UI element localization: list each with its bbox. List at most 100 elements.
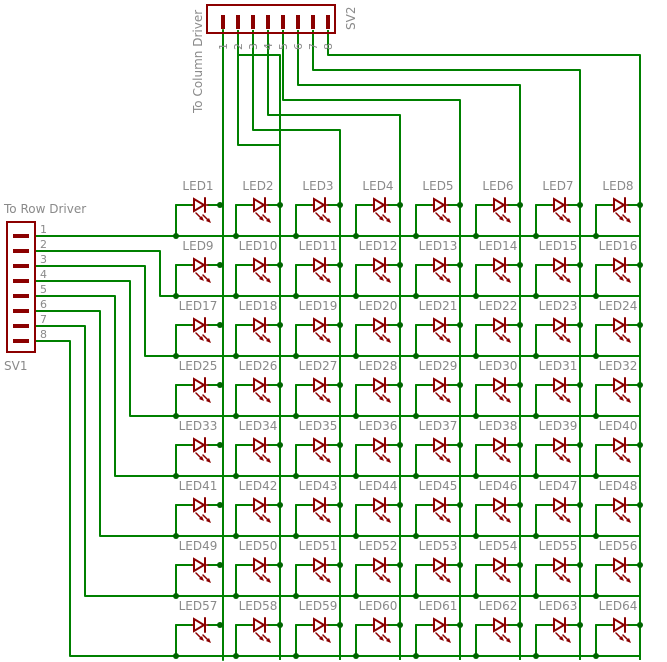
led-emission-arrowhead — [559, 396, 564, 401]
led-emission-arrowhead — [619, 516, 624, 521]
led-emission-arrowhead — [266, 578, 271, 583]
led — [371, 197, 391, 223]
led-emission-arrowhead — [626, 218, 631, 223]
junction-dot — [517, 322, 523, 328]
row-bus-6 — [35, 310, 640, 537]
column-connector-pin — [326, 15, 330, 29]
led-emission-arrowhead — [499, 516, 504, 521]
led-emission-arrowhead — [379, 396, 384, 401]
junction-dot — [233, 233, 239, 239]
led — [611, 317, 631, 343]
led — [491, 497, 511, 523]
led-emission-arrowhead — [326, 578, 331, 583]
led-triangle — [313, 557, 326, 573]
led-emission-arrowhead — [386, 278, 391, 283]
led-label: LED34 — [239, 419, 278, 433]
junction-dot — [353, 473, 359, 479]
led-emission-arrowhead — [386, 398, 391, 403]
led-emission-arrowhead — [506, 458, 511, 463]
led-triangle — [373, 437, 386, 453]
junction-dot — [533, 293, 539, 299]
led — [251, 197, 271, 223]
led-triangle — [253, 497, 266, 513]
junction-dot — [593, 533, 599, 539]
led-emission-arrowhead — [499, 576, 504, 581]
led-emission-arrowhead — [566, 398, 571, 403]
led-emission-arrowhead — [199, 336, 204, 341]
led-label: LED17 — [179, 299, 218, 313]
led — [191, 617, 211, 643]
led-emission-arrowhead — [266, 278, 271, 283]
led-emission-arrowhead — [566, 338, 571, 343]
led-emission-arrowhead — [499, 456, 504, 461]
junction-dot — [277, 442, 283, 448]
led-emission-arrowhead — [379, 276, 384, 281]
led — [431, 257, 451, 283]
led-emission-arrowhead — [566, 518, 571, 523]
led-triangle — [433, 437, 446, 453]
row-bus-4 — [35, 280, 640, 417]
led-label: LED10 — [239, 239, 278, 253]
junction-dot — [397, 442, 403, 448]
led-triangle — [553, 257, 566, 273]
row-connector-pin — [13, 264, 29, 268]
led-label: LED60 — [359, 599, 398, 613]
row-connector-pin — [13, 309, 29, 313]
junction-dot — [637, 202, 643, 208]
led — [191, 257, 211, 283]
junction-dot — [277, 382, 283, 388]
led-emission-arrowhead — [319, 336, 324, 341]
led-label: LED58 — [239, 599, 278, 613]
led — [371, 437, 391, 463]
row-connector-pin — [13, 249, 29, 253]
led-emission-arrowhead — [446, 578, 451, 583]
led-triangle — [613, 317, 626, 333]
led-label: LED45 — [419, 479, 458, 493]
led-emission-arrowhead — [259, 576, 264, 581]
column-bus-6 — [297, 30, 521, 660]
junction-dot — [413, 593, 419, 599]
led-label: LED31 — [539, 359, 578, 373]
led-triangle — [373, 257, 386, 273]
led-emission-arrowhead — [199, 396, 204, 401]
led-label: LED22 — [479, 299, 518, 313]
led-emission-arrowhead — [206, 518, 211, 523]
led-triangle — [313, 437, 326, 453]
junction-dot — [457, 442, 463, 448]
row-bus-5 — [35, 295, 640, 477]
led-emission-arrowhead — [319, 456, 324, 461]
led-emission-arrowhead — [259, 456, 264, 461]
led-triangle — [433, 197, 446, 213]
junction-dot — [353, 353, 359, 359]
led — [431, 617, 451, 643]
led-emission-arrowhead — [326, 398, 331, 403]
led-label: LED41 — [179, 479, 218, 493]
led-emission-arrowhead — [559, 576, 564, 581]
led-emission-arrowhead — [446, 518, 451, 523]
column-connector-pin — [236, 15, 240, 29]
led-emission-arrowhead — [206, 338, 211, 343]
led — [491, 617, 511, 643]
led-emission-arrowhead — [619, 456, 624, 461]
led-emission-arrowhead — [626, 338, 631, 343]
led-label: LED4 — [362, 179, 393, 193]
led-emission-arrowhead — [626, 398, 631, 403]
led-triangle — [553, 497, 566, 513]
led-triangle — [433, 317, 446, 333]
led-label: LED27 — [299, 359, 338, 373]
led-emission-arrowhead — [379, 636, 384, 641]
junction-dot — [353, 593, 359, 599]
row-pin-label: 4 — [40, 268, 47, 281]
led — [611, 197, 631, 223]
led — [431, 377, 451, 403]
led-emission-arrowhead — [506, 578, 511, 583]
led-label: LED61 — [419, 599, 458, 613]
led-label: LED5 — [422, 179, 453, 193]
junction-dot — [217, 382, 223, 388]
junction-dot — [593, 413, 599, 419]
led-emission-arrowhead — [206, 278, 211, 283]
led-label: LED25 — [179, 359, 218, 373]
led-triangle — [253, 317, 266, 333]
row-connector-body — [6, 221, 36, 353]
